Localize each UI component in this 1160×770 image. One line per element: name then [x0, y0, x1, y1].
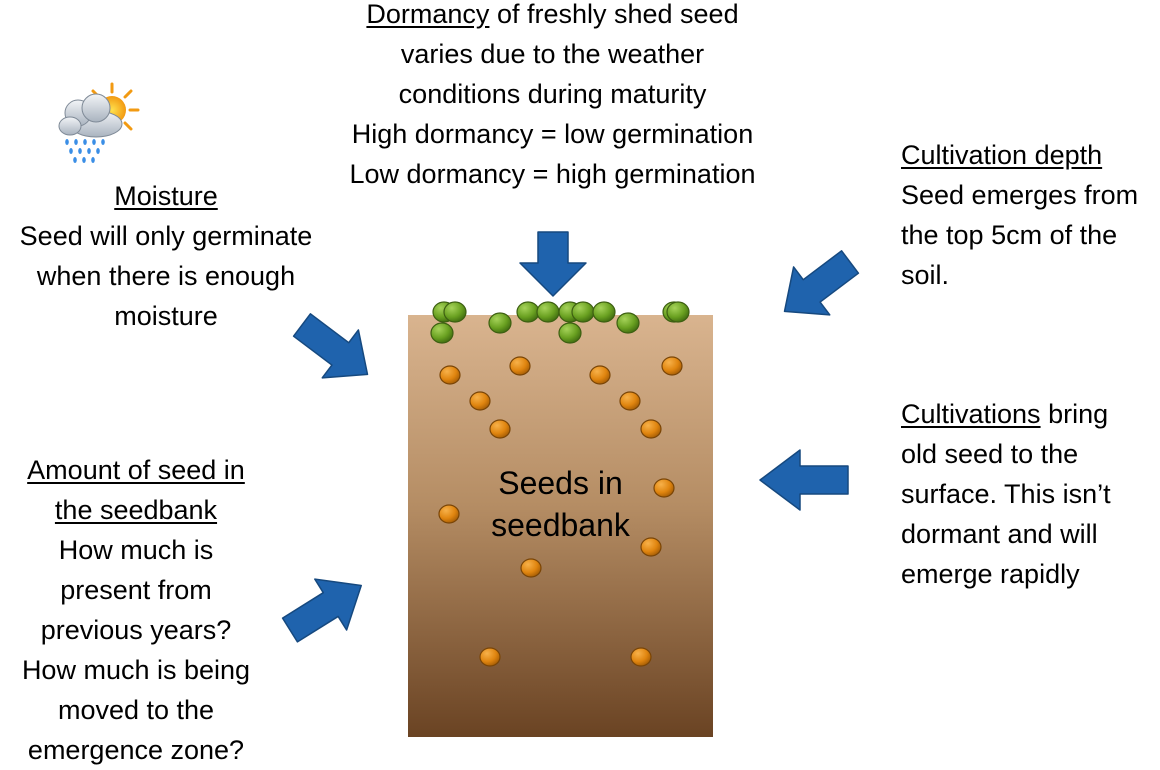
buried-seed [469, 391, 491, 411]
moisture-line: moisture [114, 301, 218, 331]
germinating-seed [558, 322, 582, 344]
seedbank-label: Seeds in seedbank [408, 462, 713, 546]
cultivation-depth-title: Cultivation depth [901, 140, 1103, 170]
buried-seed [439, 365, 461, 385]
cultivations-line: dormant and will [901, 519, 1098, 549]
germinating-seed [488, 312, 512, 334]
arrow-amount [281, 578, 362, 643]
buried-seed [479, 647, 501, 667]
buried-seed [509, 356, 531, 376]
cultivation-depth-text: Cultivation depth Seed emerges from the … [901, 135, 1160, 295]
buried-seed [640, 537, 662, 557]
cultivations-line: old seed to the [901, 439, 1079, 469]
buried-seed [619, 391, 641, 411]
orange-seeds [438, 356, 683, 667]
seedbank-label-line: seedbank [491, 507, 630, 543]
amount-line: How much is being [21, 655, 251, 685]
soil-block [408, 315, 713, 737]
amount-line: previous years? [40, 615, 232, 645]
cultivations-line: surface. This isn’t [901, 479, 1111, 509]
arrow-down [519, 231, 587, 297]
moisture-text: Moisture Seed will only germinate when t… [0, 176, 332, 336]
buried-seed [438, 504, 460, 524]
buried-seed [661, 356, 683, 376]
dormancy-text: Dormancy of freshly shed seed varies due… [300, 0, 805, 194]
germinating-seed [666, 301, 690, 323]
dormancy-title-rest: of freshly shed seed [489, 0, 739, 29]
cultivation-depth-line: Seed emerges from [901, 180, 1139, 210]
cultivations-line: emerge rapidly [901, 559, 1080, 589]
cultivation-depth-line: soil. [901, 260, 950, 290]
germinating-seed [536, 301, 560, 323]
amount-title: the seedbank [54, 495, 218, 525]
dormancy-line: varies due to the weather [400, 39, 705, 69]
buried-seed [589, 365, 611, 385]
dormancy-line: Low dormancy = high germination [349, 159, 756, 189]
amount-title: Amount of seed in [27, 455, 245, 485]
germinating-seed [616, 312, 640, 334]
cultivations-title-rest: bring [1040, 399, 1109, 429]
green-seeds [430, 301, 690, 344]
rain-cloud-sun-icon [58, 82, 140, 163]
amount-line: present from [60, 575, 212, 605]
amount-line: emergence zone? [27, 735, 245, 765]
amount-text: Amount of seed in the seedbank How much … [0, 450, 272, 770]
germinating-seed [571, 301, 595, 323]
buried-seed [489, 419, 511, 439]
buried-seed [520, 558, 542, 578]
cultivation-depth-line: the top 5cm of the [901, 220, 1118, 250]
dormancy-line: High dormancy = low germination [351, 119, 754, 149]
arrow-moisture [292, 313, 369, 379]
arrow-cultivations [759, 449, 849, 511]
germinating-seed [592, 301, 616, 323]
amount-line: How much is [58, 535, 214, 565]
cultivations-title: Cultivations [901, 399, 1041, 429]
germinating-seed [443, 301, 467, 323]
seedbank-label-line: Seeds in [498, 465, 623, 501]
arrows [281, 231, 860, 643]
moisture-line: Seed will only germinate [19, 221, 313, 251]
germinating-seed [430, 322, 454, 344]
buried-seed [653, 478, 675, 498]
germinating-seed [516, 301, 540, 323]
buried-seed [630, 647, 652, 667]
dormancy-line: conditions during maturity [398, 79, 707, 109]
moisture-line: when there is enough [36, 261, 296, 291]
moisture-title: Moisture [114, 181, 218, 211]
dormancy-title: Dormancy [366, 0, 490, 29]
buried-seed [640, 419, 662, 439]
amount-line: moved to the [57, 695, 215, 725]
cultivations-text: Cultivations bring old seed to the surfa… [901, 394, 1160, 594]
arrow-cultivation-depth [783, 250, 860, 316]
